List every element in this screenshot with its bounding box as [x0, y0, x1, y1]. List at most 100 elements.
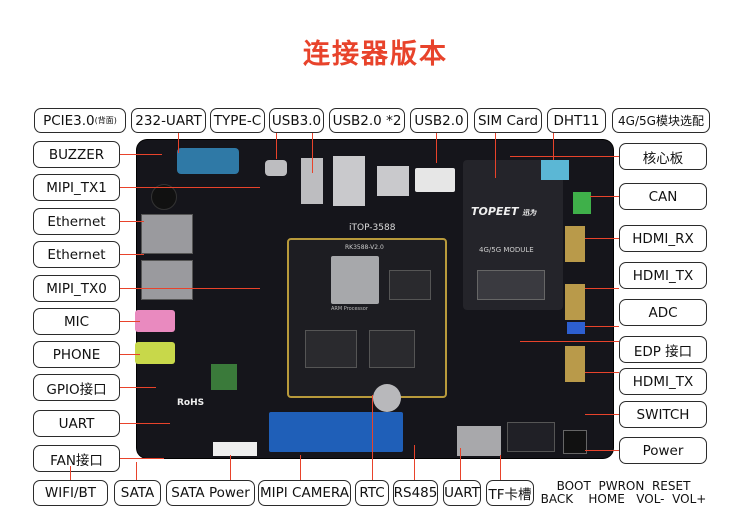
- label-sata: SATA: [114, 480, 161, 506]
- leader-mipi-tx0: [120, 288, 260, 289]
- label-pcie: PCIE3.0(背面): [34, 108, 126, 133]
- module-label: 4G/5G MODULE: [479, 246, 534, 254]
- hdmi-rx-port: [565, 226, 585, 262]
- label-core-board: 核心板: [619, 143, 707, 170]
- label-phone: PHONE: [33, 341, 120, 368]
- leader-rtc: [372, 395, 373, 480]
- label-ethernet-1: Ethernet: [33, 208, 120, 235]
- rohs-label: RoHS: [177, 398, 205, 408]
- leader-buzzer: [120, 154, 162, 155]
- leader-core: [510, 156, 619, 157]
- label-hdmi-tx-2: HDMI_TX: [619, 368, 707, 395]
- leader-gpio: [120, 387, 156, 388]
- label-pcie-text: PCIE3.0: [43, 112, 95, 129]
- label-mic: MIC: [33, 308, 120, 335]
- label-tf: TF卡槽: [486, 480, 534, 506]
- leader-uart-left: [120, 423, 170, 424]
- label-switch: SWITCH: [619, 401, 707, 428]
- pmic-chip: [369, 330, 415, 368]
- label-adc: ADC: [619, 299, 707, 326]
- label-hdmi-rx: HDMI_RX: [619, 225, 707, 252]
- brand-label: TOPEET 迅为: [471, 205, 536, 218]
- label-4g5g: 4G/5G模块选配: [612, 108, 710, 133]
- label-edp: EDP 接口: [619, 336, 707, 363]
- hdmi-tx-port-1: [565, 284, 585, 320]
- label-hdmi-tx-1: HDMI_TX: [619, 262, 707, 289]
- label-buzzer: BUZZER: [33, 141, 120, 168]
- label-fan: FAN接口: [33, 445, 120, 472]
- leader-mic: [120, 321, 140, 322]
- leader-can: [590, 196, 619, 197]
- leader-hdmi-tx2: [585, 372, 619, 373]
- leader-232: [178, 133, 179, 153]
- module-slot: TOPEET 迅为 4G/5G MODULE: [463, 160, 563, 310]
- emmc-chip: [305, 330, 357, 368]
- dht11-sensor: [541, 160, 569, 180]
- arm-label: ARM Processor: [331, 306, 368, 312]
- leader-phone: [120, 354, 140, 355]
- leader-tf: [500, 455, 501, 480]
- dev-board: iTOP-3588 RK3588-V2.0 ARM Processor TOPE…: [135, 140, 613, 458]
- button-cluster: [507, 422, 555, 452]
- label-type-c: TYPE-C: [210, 108, 265, 133]
- can-terminal: [573, 192, 591, 214]
- leader-uart-bottom: [460, 448, 461, 480]
- leader-switch: [585, 414, 619, 415]
- label-buttons-line1: BOOT PWRON RESET: [556, 479, 691, 493]
- label-dht11: DHT11: [547, 108, 606, 133]
- leader-hdmi-tx1: [585, 288, 619, 289]
- mipi-camera-connector: [269, 412, 403, 452]
- tf-slot: [457, 426, 501, 456]
- label-wifi-bt: WIFI/BT: [33, 480, 108, 506]
- leader-mipi-tx1: [120, 187, 260, 188]
- leader-typec: [276, 133, 277, 159]
- leader-wifi: [70, 466, 71, 480]
- label-ethernet-2: Ethernet: [33, 241, 120, 268]
- brand-name: TOPEET: [471, 205, 519, 218]
- rtc-battery: [373, 384, 401, 412]
- ethernet-port-1: [141, 214, 193, 254]
- usb20-port: [415, 168, 455, 192]
- buzzer: [151, 184, 177, 210]
- sim-slot: [477, 270, 545, 300]
- label-can: CAN: [619, 183, 707, 210]
- wifi-module: [211, 364, 237, 390]
- ram-chip: [389, 270, 431, 300]
- leader-power: [585, 450, 619, 451]
- label-mipi-tx0: MIPI_TX0: [33, 275, 120, 302]
- leader-eth1: [120, 221, 144, 222]
- leader-hdmi-rx: [585, 238, 619, 239]
- adc-header: [567, 322, 585, 334]
- core-module: iTOP-3588 RK3588-V2.0 ARM Processor: [287, 223, 447, 398]
- leader-edp: [520, 341, 619, 342]
- phone-jack: [135, 342, 175, 364]
- db9-connector: [177, 148, 239, 174]
- leader-eth2: [120, 254, 144, 255]
- power-jack: [563, 430, 587, 454]
- label-mipi-tx1: MIPI_TX1: [33, 174, 120, 201]
- hdmi-tx-port-2: [565, 346, 585, 382]
- usb30-port: [301, 158, 323, 204]
- label-power: Power: [619, 437, 707, 464]
- core-module-label: iTOP-3588: [349, 223, 396, 233]
- soc-chip: [331, 256, 379, 304]
- typec-port: [265, 160, 287, 176]
- label-buttons: BOOT PWRON RESET BACK HOME VOL- VOL+: [537, 478, 710, 508]
- leader-sata: [136, 462, 137, 480]
- label-sata-power: SATA Power: [166, 480, 255, 506]
- usb20-dual-port-b: [377, 166, 409, 196]
- label-uart-left: UART: [33, 410, 120, 437]
- chip-label: RK3588-V2.0: [345, 244, 384, 251]
- label-uart-bottom: UART: [443, 480, 481, 506]
- label-pcie-suffix: (背面): [94, 116, 117, 125]
- leader-adc: [585, 326, 619, 327]
- sata-power-connector: [213, 442, 257, 456]
- leader-fan: [120, 458, 164, 459]
- ethernet-port-2: [141, 260, 193, 300]
- page-title: 连接器版本: [303, 39, 448, 70]
- leader-sim: [495, 133, 496, 178]
- label-232-uart: 232-UART: [131, 108, 206, 133]
- label-usb3: USB3.0: [269, 108, 324, 133]
- label-rs485: RS485: [393, 480, 438, 506]
- leader-mipi-cam: [300, 455, 301, 480]
